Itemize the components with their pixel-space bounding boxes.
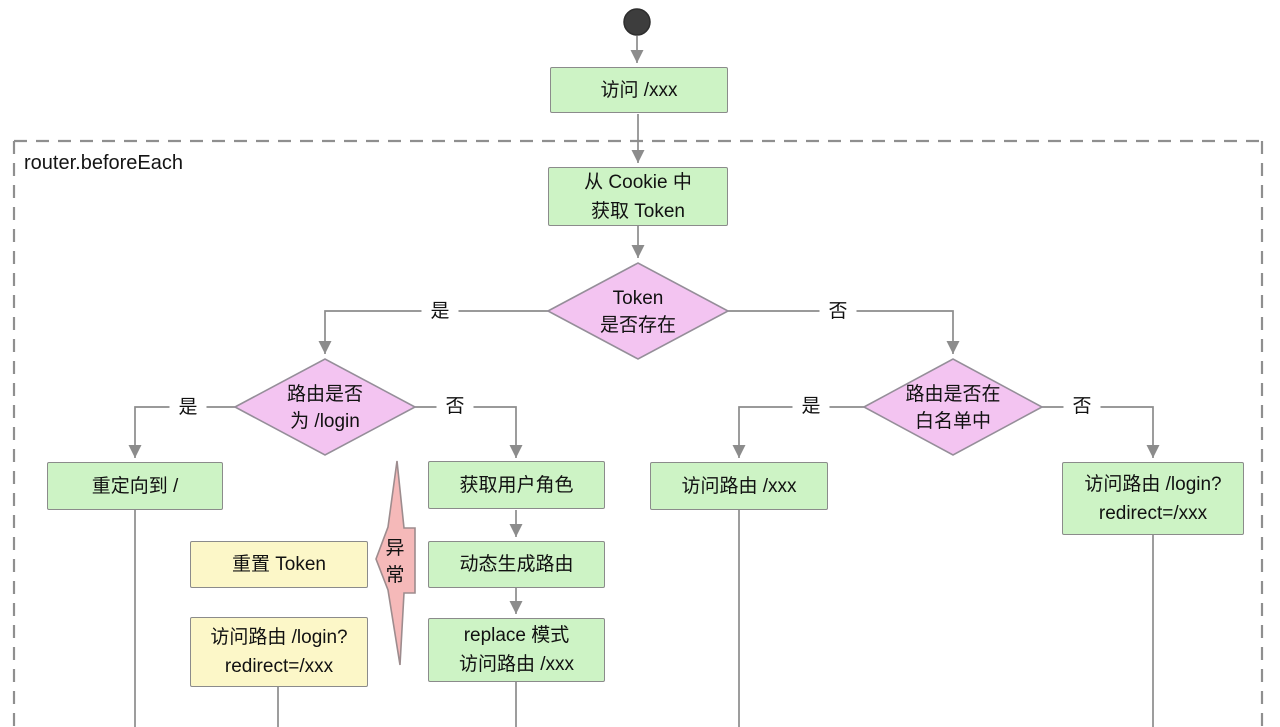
decision-token-exists-label: Token 是否存在 — [558, 285, 718, 339]
decision-whitelist-line1: 路由是否在 — [905, 384, 1001, 405]
node-visit-route-xxx: 访问路由 /xxx — [650, 462, 828, 510]
edge-token-no — [728, 310, 960, 354]
node-replace-visit-line1: replace 模式 — [463, 625, 570, 646]
node-replace-visit: replace 模式 访问路由 /xxx — [428, 618, 605, 682]
decision-login-line2: 为 /login — [290, 411, 360, 432]
decision-is-login-route — [233, 358, 417, 456]
frame-title: router.beforeEach — [24, 152, 183, 174]
node-visit-route-xxx-label: 访问路由 /xxx — [681, 475, 797, 497]
start-node — [623, 8, 651, 36]
decision-token-line2: 是否存在 — [599, 315, 676, 336]
exception-arrow-label: 异 常 — [379, 535, 411, 589]
node-get-token-line2: 获取 Token — [591, 200, 685, 222]
node-get-token-line1: 从 Cookie 中 — [584, 171, 692, 193]
node-replace-visit-line2: 访问路由 /xxx — [458, 654, 575, 675]
node-redirect-root-label: 重定向到 / — [91, 475, 179, 497]
node-visit-xxx-label: 访问 /xxx — [600, 79, 678, 101]
node-visit-login-redirect-right: 访问路由 /login? redirect=/xxx — [1062, 462, 1244, 535]
decision-is-login-route-label: 路由是否 为 /login — [245, 381, 405, 435]
decision-in-whitelist-label: 路由是否在 白名单中 — [873, 381, 1033, 435]
node-generate-routes: 动态生成路由 — [428, 541, 605, 588]
node-redirect-root: 重定向到 / — [47, 462, 223, 510]
exception-line2: 常 — [385, 565, 405, 586]
edge-token-yes — [318, 310, 548, 354]
node-visit-login-left-line1: 访问路由 /login? — [210, 627, 348, 648]
edge-label-whitelist-no: 否 — [1063, 396, 1101, 418]
node-visit-login-left-line2: redirect=/xxx — [224, 656, 334, 677]
decision-in-whitelist — [862, 358, 1044, 456]
edge-label-token-no: 否 — [819, 301, 857, 323]
node-reset-token: 重置 Token — [190, 541, 368, 588]
node-visit-login-right-line2: redirect=/xxx — [1098, 502, 1208, 524]
exception-line1: 异 — [385, 538, 405, 559]
decision-token-exists — [546, 262, 730, 360]
node-visit-login-redirect-left: 访问路由 /login? redirect=/xxx — [190, 617, 368, 687]
decision-login-line1: 路由是否 — [286, 384, 363, 405]
node-generate-routes-label: 动态生成路由 — [459, 554, 574, 575]
node-visit-login-right-line1: 访问路由 /login? — [1084, 473, 1222, 495]
node-get-token-from-cookie: 从 Cookie 中 获取 Token — [548, 167, 728, 226]
decision-token-line1: Token — [612, 288, 664, 309]
edge-label-login-no: 否 — [436, 396, 474, 418]
node-get-user-role: 获取用户角色 — [428, 461, 605, 509]
node-get-user-role-label: 获取用户角色 — [459, 474, 574, 496]
node-reset-token-label: 重置 Token — [232, 554, 326, 575]
decision-whitelist-line2: 白名单中 — [914, 411, 991, 432]
edge-label-login-yes: 是 — [169, 397, 207, 419]
edge-label-token-yes: 是 — [421, 301, 459, 323]
edge-label-whitelist-yes: 是 — [792, 396, 830, 418]
exception-arrow-icon — [375, 460, 416, 666]
node-visit-xxx: 访问 /xxx — [550, 67, 728, 113]
